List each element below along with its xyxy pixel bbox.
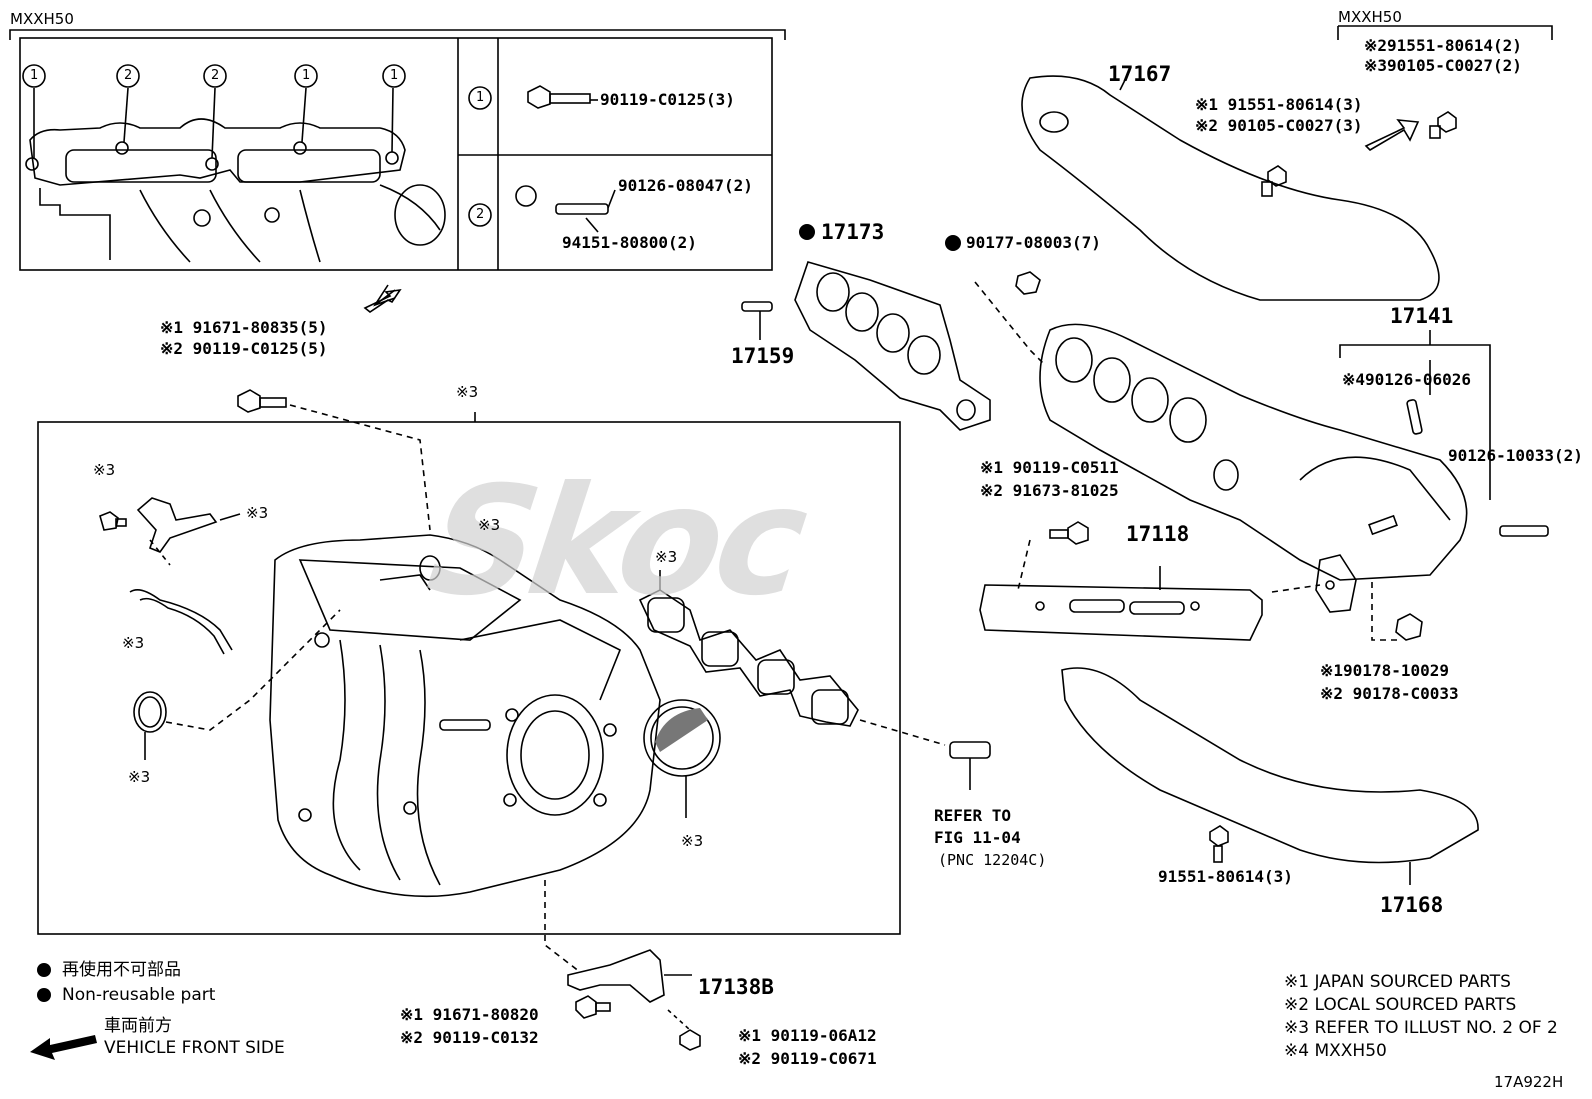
part-number: ※2 90119-C0671 [738,1049,877,1068]
part-number: ※291551-80614(2) [1364,36,1522,55]
inset-marker: 1 [302,68,311,83]
part-number: ※1 90119-C0511 [980,458,1119,477]
part-number: 90177-08003(7) [966,233,1101,252]
part-number: ※2 90178-C0033 [1320,684,1459,703]
part-number: 17167 [1108,62,1172,86]
ref-note: ※3 [246,504,269,522]
part-number: ※2 90119-C0132 [400,1028,539,1047]
part-number: 94151-80800(2) [562,233,697,252]
part-number: ※1 91671-80835(5) [160,318,328,337]
inset-marker: 1 [30,68,39,83]
part-number: 17138B [698,975,774,999]
figure-code: 17A922H [1494,1073,1564,1091]
inset-key-marker: 1 [476,90,485,105]
part-number: ※390105-C0027(2) [1364,56,1522,75]
note-line: ※3 REFER TO ILLUST NO. 2 OF 2 [1284,1018,1558,1038]
ref-note: ※3 [456,383,479,401]
part-number: ※1 90119-06A12 [738,1026,877,1045]
part-number: 17118 [1126,522,1190,546]
inset-key-marker: 2 [476,207,485,222]
inset-title: MXXH50 [10,10,74,28]
part-number: ※490126-06026 [1342,370,1471,389]
ref-note: ※3 [655,548,678,566]
front-jp: 車両前方 [104,1016,172,1036]
watermark: Skoc [401,455,831,629]
note-line: ※4 MXXH50 [1284,1041,1387,1061]
note-line: ※1 JAPAN SOURCED PARTS [1284,972,1511,992]
ref-note: ※3 [681,832,704,850]
part-number: 90119-C0125(3) [600,90,735,109]
top-right-title: MXXH50 [1338,8,1402,26]
legend-en: Non-reusable part [62,985,216,1005]
part-number: 90126-10033(2) [1448,446,1583,465]
part-number: ※1 91671-80820 [400,1005,539,1024]
ref-note: ※3 [128,768,151,786]
front-en: VEHICLE FRONT SIDE [104,1038,285,1058]
inset-marker: 2 [124,68,133,83]
part-number: ※2 91673-81025 [980,481,1119,500]
ref-note: ※3 [478,516,501,534]
inset-marker: 1 [390,68,399,83]
note-line: ※2 LOCAL SOURCED PARTS [1284,995,1517,1015]
part-number: 17168 [1380,893,1444,917]
refer-text: REFER TO [934,806,1012,825]
part-number: 91551-80614(3) [1158,867,1293,886]
part-number: 17141 [1390,304,1454,328]
part-number: ※2 90105-C0027(3) [1195,116,1363,135]
part-number: ※1 91551-80614(3) [1195,95,1363,114]
part-number: 17173 [821,220,885,244]
part-number: ※190178-10029 [1320,661,1449,680]
part-number: 90126-08047(2) [618,176,753,195]
legend-jp: 再使用不可部品 [62,960,181,980]
part-number: ※2 90119-C0125(5) [160,339,328,358]
ref-note: ※3 [93,461,116,479]
ref-note: ※3 [122,634,145,652]
refer-text: FIG 11-04 [934,828,1021,847]
refer-text: (PNC 12204C) [938,851,1047,869]
inset-marker: 2 [211,68,220,83]
part-number: 17159 [731,344,795,368]
